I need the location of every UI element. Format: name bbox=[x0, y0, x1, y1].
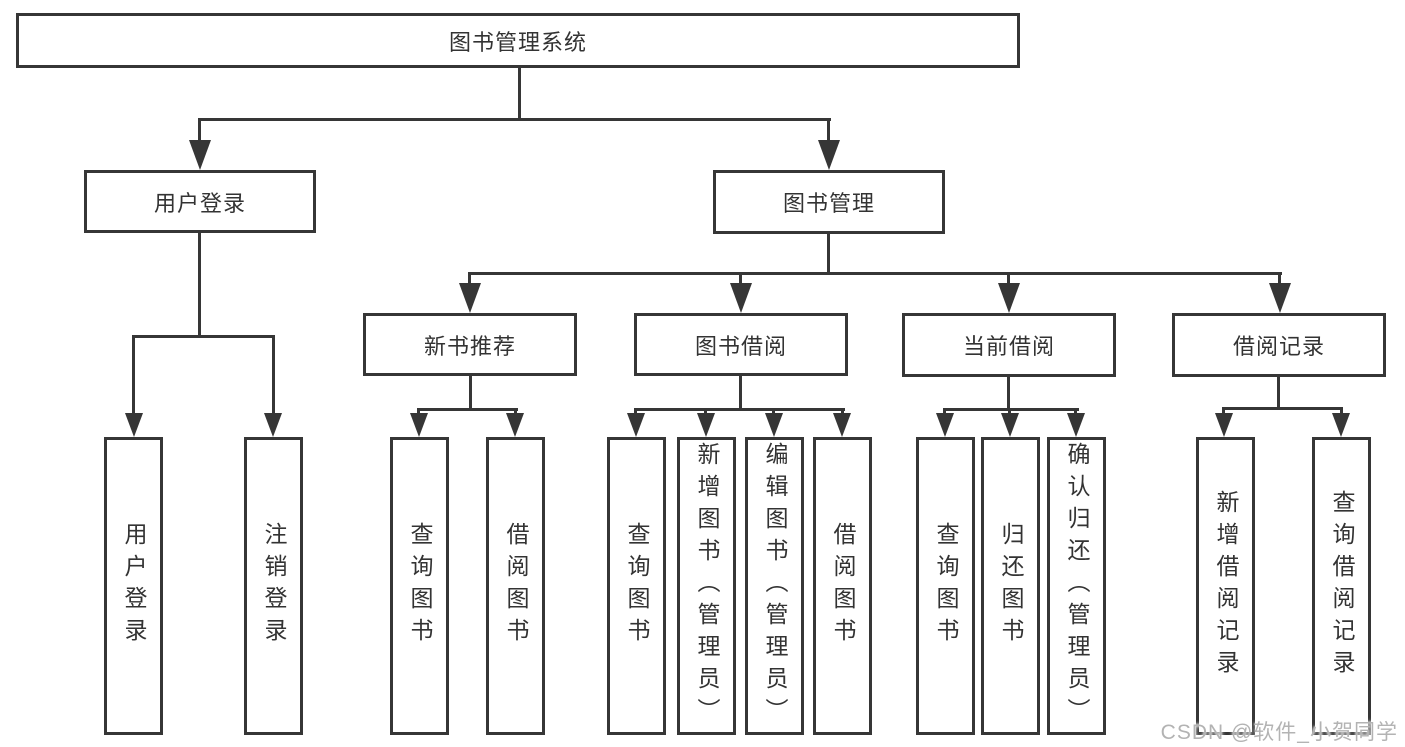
leaf-bb-query-books-label: 查询图书 bbox=[624, 522, 650, 650]
arrow-down-icon bbox=[506, 413, 524, 437]
leaf-nb-query-books-label: 查询图书 bbox=[407, 522, 433, 650]
node-book-borrowing: 图书借阅 bbox=[634, 313, 848, 376]
connector-line bbox=[827, 118, 830, 150]
watermark: CSDN @软件_小贺同学 bbox=[1160, 721, 1398, 744]
arrow-down-icon bbox=[1001, 413, 1019, 437]
node-borrowing-records-label: 借阅记录 bbox=[1232, 334, 1325, 359]
connector-line bbox=[272, 335, 275, 420]
leaf-user-login: 用户登录 bbox=[104, 437, 163, 735]
connector-line bbox=[417, 408, 518, 411]
connector-line bbox=[1007, 377, 1010, 408]
arrow-down-icon bbox=[627, 413, 645, 437]
connector-line bbox=[739, 376, 742, 408]
arrow-down-icon bbox=[730, 283, 752, 313]
connector-line bbox=[468, 272, 1282, 275]
leaf-user-login-label: 用户登录 bbox=[121, 522, 147, 650]
arrow-down-icon bbox=[264, 413, 282, 437]
node-current-borrowing: 当前借阅 bbox=[902, 313, 1116, 377]
leaf-nb-borrow-books-label: 借阅图书 bbox=[503, 522, 529, 650]
arrow-down-icon bbox=[998, 283, 1020, 313]
node-book-management: 图书管理 bbox=[713, 170, 945, 234]
leaf-bb-query-books: 查询图书 bbox=[607, 437, 666, 735]
leaf-br-add-record-label: 新增借阅记录 bbox=[1213, 490, 1239, 682]
node-current-borrowing-label: 当前借阅 bbox=[962, 334, 1055, 359]
connector-line bbox=[634, 408, 845, 411]
connector-line bbox=[132, 335, 275, 338]
leaf-cb-confirm-return-admin-label: 确认归还（管理员） bbox=[1064, 442, 1090, 730]
arrow-down-icon bbox=[936, 413, 954, 437]
connector-line bbox=[827, 234, 830, 272]
leaf-bb-borrow-books: 借阅图书 bbox=[813, 437, 872, 735]
leaf-cb-return-books: 归还图书 bbox=[981, 437, 1040, 735]
arrow-down-icon bbox=[189, 140, 211, 170]
arrow-down-icon bbox=[765, 413, 783, 437]
arrow-down-icon bbox=[459, 283, 481, 313]
node-root-label: 图书管理系统 bbox=[448, 29, 587, 55]
node-new-book-recommend-label: 新书推荐 bbox=[423, 333, 516, 359]
arrow-down-icon bbox=[1332, 413, 1350, 437]
arrow-down-icon bbox=[697, 413, 715, 437]
arrow-down-icon bbox=[125, 413, 143, 437]
connector-line bbox=[1277, 377, 1280, 407]
connector-line bbox=[198, 118, 831, 121]
leaf-bb-add-books-admin-label: 新增图书（管理员） bbox=[694, 442, 720, 730]
arrow-down-icon bbox=[818, 140, 840, 170]
arrow-down-icon bbox=[410, 413, 428, 437]
node-user-login: 用户登录 bbox=[84, 170, 316, 233]
leaf-br-add-record: 新增借阅记录 bbox=[1196, 437, 1255, 735]
connector-line bbox=[943, 408, 1079, 411]
arrow-down-icon bbox=[833, 413, 851, 437]
leaf-br-query-record-label: 查询借阅记录 bbox=[1329, 490, 1355, 682]
connector-line bbox=[132, 335, 135, 420]
leaf-bb-borrow-books-label: 借阅图书 bbox=[830, 522, 856, 650]
connector-line bbox=[469, 376, 472, 408]
leaf-cb-return-books-label: 归还图书 bbox=[998, 522, 1024, 650]
leaf-nb-borrow-books: 借阅图书 bbox=[486, 437, 545, 735]
leaf-br-query-record: 查询借阅记录 bbox=[1312, 437, 1371, 735]
leaf-bb-edit-books-admin-label: 编辑图书（管理员） bbox=[762, 442, 788, 730]
leaf-logout: 注销登录 bbox=[244, 437, 303, 735]
node-user-login-label: 用户登录 bbox=[153, 190, 246, 216]
node-new-book-recommend: 新书推荐 bbox=[363, 313, 577, 376]
arrow-down-icon bbox=[1215, 413, 1233, 437]
node-book-borrowing-label: 图书借阅 bbox=[694, 333, 787, 359]
leaf-cb-confirm-return-admin: 确认归还（管理员） bbox=[1047, 437, 1106, 735]
connector-line bbox=[198, 233, 201, 335]
node-borrowing-records: 借阅记录 bbox=[1172, 313, 1386, 377]
connector-line bbox=[1222, 407, 1343, 410]
node-book-management-label: 图书管理 bbox=[782, 191, 875, 216]
leaf-cb-query-books-label: 查询图书 bbox=[933, 522, 959, 650]
leaf-bb-edit-books-admin: 编辑图书（管理员） bbox=[745, 437, 804, 735]
leaf-nb-query-books: 查询图书 bbox=[390, 437, 449, 735]
leaf-bb-add-books-admin: 新增图书（管理员） bbox=[677, 437, 736, 735]
leaf-logout-label: 注销登录 bbox=[261, 522, 287, 650]
node-root: 图书管理系统 bbox=[16, 13, 1020, 68]
connector-line bbox=[518, 68, 521, 118]
connector-line bbox=[198, 118, 201, 150]
arrow-down-icon bbox=[1067, 413, 1085, 437]
leaf-cb-query-books: 查询图书 bbox=[916, 437, 975, 735]
arrow-down-icon bbox=[1269, 283, 1291, 313]
